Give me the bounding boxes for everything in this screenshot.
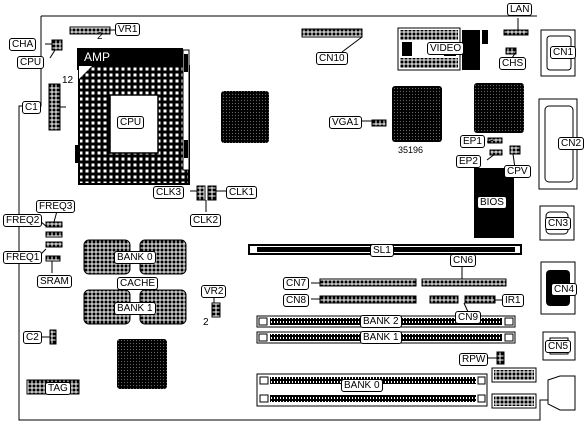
vr1-jumper — [69, 26, 116, 35]
cn9-label: CN9 — [455, 311, 482, 324]
freq3-label: FREQ3 — [36, 200, 76, 213]
cpu-jumper-label: CPU — [17, 56, 45, 69]
chs-jumper — [505, 47, 517, 55]
cn3-label: CN3 — [545, 217, 572, 230]
lower-header-1-pins — [494, 370, 534, 380]
video-label: VIDEO — [427, 42, 465, 55]
cn7-label: CN7 — [283, 277, 310, 290]
lower-header-2-pins — [494, 396, 534, 406]
cpu-label: CPU — [117, 116, 145, 129]
c2-label: C2 — [23, 331, 42, 344]
ep1-jumper — [487, 137, 503, 144]
vga1-label: VGA1 — [329, 116, 362, 129]
cache-bank1-label: BANK 1 — [114, 302, 156, 315]
cn10-connector — [301, 28, 363, 38]
c2-connector — [49, 329, 57, 345]
clk-jumpers — [196, 185, 217, 201]
chipset-chip-2 — [117, 339, 167, 389]
cn10-label: CN10 — [316, 52, 348, 65]
freq-jumpers — [45, 221, 63, 262]
bank0-label: BANK 0 — [341, 379, 383, 392]
cache-label: CACHE — [117, 277, 159, 290]
vr1-label: VR1 — [115, 23, 141, 36]
vga1-jumper — [371, 119, 387, 127]
cn1-label: CN1 — [550, 46, 577, 59]
board-outline — [18, 15, 575, 421]
c1-connector — [48, 83, 80, 163]
socket-pin-number: 12 — [62, 75, 74, 86]
ep2-label: EP2 — [456, 155, 481, 168]
bios-label: BIOS — [477, 196, 507, 209]
cha-jumper — [45, 39, 63, 59]
vr2-label: VR2 — [201, 285, 227, 298]
c1-label: C1 — [22, 101, 41, 114]
cn9-header — [429, 295, 459, 304]
cn2-label: CN2 — [558, 137, 585, 150]
cpv-label: CPV — [504, 165, 531, 178]
cache-banks — [83, 239, 187, 325]
rpw-label: RPW — [459, 353, 489, 366]
tag-label: TAG — [45, 382, 71, 395]
amp-label: AMP — [84, 50, 111, 64]
lan-jumper — [503, 29, 529, 36]
sram-label: SRAM — [37, 275, 72, 288]
cn8-header — [319, 295, 417, 304]
clk3-label: CLK3 — [153, 186, 185, 199]
ir1-header — [464, 295, 496, 304]
chs-label: CHS — [499, 57, 527, 70]
sl1-label: SL1 — [370, 244, 394, 257]
freq2-label: FREQ2 — [3, 214, 43, 227]
ir1-label: IR1 — [502, 294, 524, 307]
cache-bank0-label: BANK 0 — [114, 251, 156, 264]
freq1-label: FREQ1 — [3, 251, 43, 264]
ep1-label: EP1 — [460, 135, 485, 148]
cn6-label: CN6 — [450, 254, 477, 267]
video-memory-chip — [474, 83, 524, 133]
ep2-jumper — [489, 149, 503, 156]
vr1-pin-number: 2 — [97, 31, 103, 42]
vr2-jumper — [211, 302, 221, 318]
cn8-label: CN8 — [283, 294, 310, 307]
bank1-label: BANK 1 — [360, 331, 402, 344]
vr2-pin-number: 2 — [203, 317, 209, 328]
cn6-header — [421, 278, 507, 287]
cpu-socket — [77, 48, 190, 185]
lan-label: LAN — [507, 3, 533, 16]
cn5-label: CN5 — [545, 340, 572, 353]
chipset-chip-1 — [221, 91, 269, 143]
clk1-label: CLK1 — [226, 186, 258, 199]
cpv-jumper — [509, 145, 521, 155]
cn7-header — [319, 278, 417, 287]
vga1-chip — [392, 86, 442, 142]
cha-label: CHA — [9, 38, 37, 51]
rpw-jumper — [496, 351, 505, 365]
bank2-label: BANK 2 — [360, 315, 402, 328]
clk2-label: CLK2 — [190, 214, 222, 227]
corner-connector — [547, 375, 576, 411]
chip-number-label: 35196 — [398, 145, 424, 155]
cn4-label: CN4 — [551, 283, 578, 296]
